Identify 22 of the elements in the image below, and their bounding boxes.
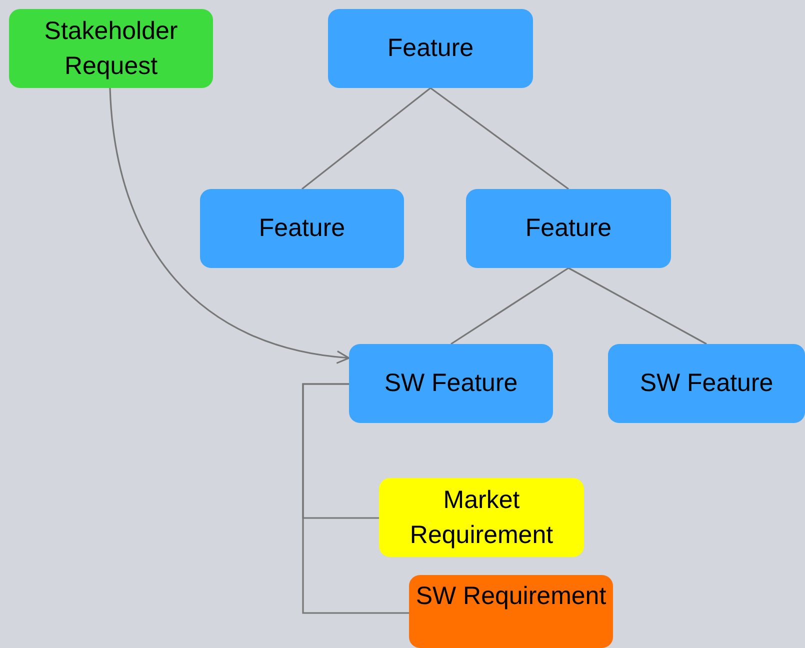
process-box xyxy=(379,478,584,557)
process-box xyxy=(9,9,213,88)
box-label: Stakeholder Request xyxy=(43,16,179,82)
box-label: Feature xyxy=(387,33,474,64)
connector-line xyxy=(450,267,569,345)
process-box xyxy=(409,575,613,648)
connector-line xyxy=(430,87,569,190)
arrow xyxy=(109,88,350,364)
box-label: Feature xyxy=(525,213,612,244)
connector-line xyxy=(302,87,431,190)
process-box xyxy=(466,189,671,268)
box-label: SW Feature xyxy=(640,368,774,399)
connector-line xyxy=(568,267,707,345)
box-label: SW Requirement xyxy=(416,581,606,612)
box-label: Feature xyxy=(258,213,346,244)
process-box xyxy=(608,344,805,423)
process-box xyxy=(328,9,533,88)
process-box xyxy=(349,344,553,423)
box-label: SW Feature xyxy=(384,368,518,399)
box-label: Market Requirement xyxy=(408,484,554,550)
connector-line xyxy=(302,383,409,614)
process-box xyxy=(200,189,404,268)
